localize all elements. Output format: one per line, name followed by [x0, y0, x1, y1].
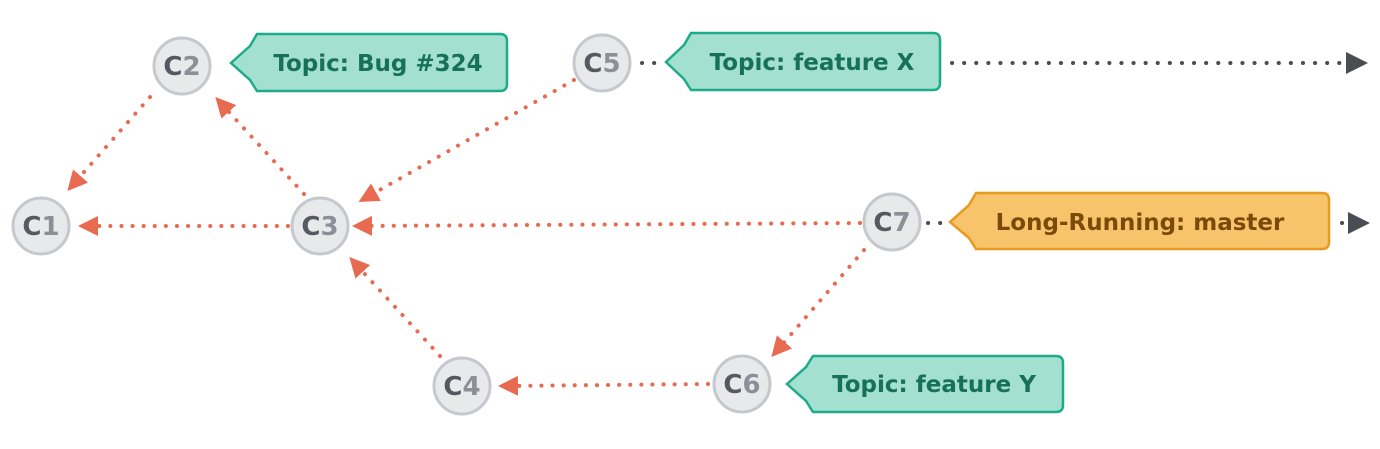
branch-tag-bug-shape [229, 32, 509, 93]
edge-c5-c3 [358, 78, 576, 202]
commit-c6-circle [712, 354, 772, 414]
commit-c7: C7 [862, 192, 922, 252]
edge-c2-c1 [67, 95, 152, 192]
edge-c4-c3 [349, 257, 442, 358]
commit-c3-label: C3 [301, 212, 338, 242]
commit-c3-letter: C [301, 212, 320, 242]
branch-tag-feature-x: Topic: feature X [664, 31, 942, 92]
commit-c1: C1 [11, 196, 71, 256]
edge-c3-c2 [215, 97, 306, 196]
commit-c4-letter: C [443, 372, 462, 402]
commit-c2-label: C2 [163, 52, 200, 82]
commit-c6: C6 [712, 354, 772, 414]
commit-c1-circle [11, 196, 71, 256]
commit-c6-number: 6 [743, 370, 761, 400]
commit-c6-label: C6 [723, 370, 760, 400]
commit-c5-letter: C [583, 49, 602, 79]
commit-c2: C2 [152, 36, 212, 96]
branch-tag-feature-y: Topic: feature Y [785, 354, 1065, 414]
edge-c7-c3 [352, 215, 862, 236]
branch-tag-feature-y-label: Topic: feature Y [832, 372, 1036, 398]
commit-c4: C4 [432, 356, 492, 416]
commit-c3-circle [290, 196, 350, 256]
branch-tag-master: Long-Running: master [948, 191, 1331, 251]
branch-tag-master-shape [948, 191, 1331, 251]
commit-c5-number: 5 [603, 49, 621, 79]
commit-c5-circle [572, 33, 632, 93]
branch-tag-master-label: Long-Running: master [996, 210, 1285, 236]
commit-c2-letter: C [163, 52, 182, 82]
edge-c6-c4 [498, 375, 710, 396]
commit-c7-number: 7 [893, 208, 911, 238]
commit-c1-number: 1 [42, 212, 60, 242]
branch-tag-bug: Topic: Bug #324 [229, 32, 509, 93]
commit-c3-number: 3 [321, 212, 339, 242]
commit-c7-label: C7 [873, 208, 910, 238]
timeline-feature-x-arrow [1346, 52, 1368, 74]
timeline-master-arrow [1348, 212, 1370, 234]
commit-c1-label: C1 [22, 212, 59, 242]
commit-c5: C5 [572, 33, 632, 93]
commit-c2-circle [152, 36, 212, 96]
branch-tag-feature-x-shape [664, 31, 942, 92]
commit-c7-letter: C [873, 208, 892, 238]
commit-c5-label: C5 [583, 49, 620, 79]
commit-c4-number: 4 [463, 372, 481, 402]
commit-c2-number: 2 [183, 52, 201, 82]
commit-c1-letter: C [22, 212, 41, 242]
commit-c7-circle [862, 192, 922, 252]
edge-c7-c6 [771, 248, 866, 358]
commit-c6-letter: C [723, 370, 742, 400]
commit-c4-label: C4 [443, 372, 480, 402]
branch-tag-bug-label: Topic: Bug #324 [273, 51, 482, 77]
commit-c3: C3 [290, 196, 350, 256]
branch-tag-feature-y-shape [785, 354, 1065, 414]
commit-c4-circle [432, 356, 492, 416]
branch-tag-feature-x-label: Topic: feature X [710, 50, 915, 76]
